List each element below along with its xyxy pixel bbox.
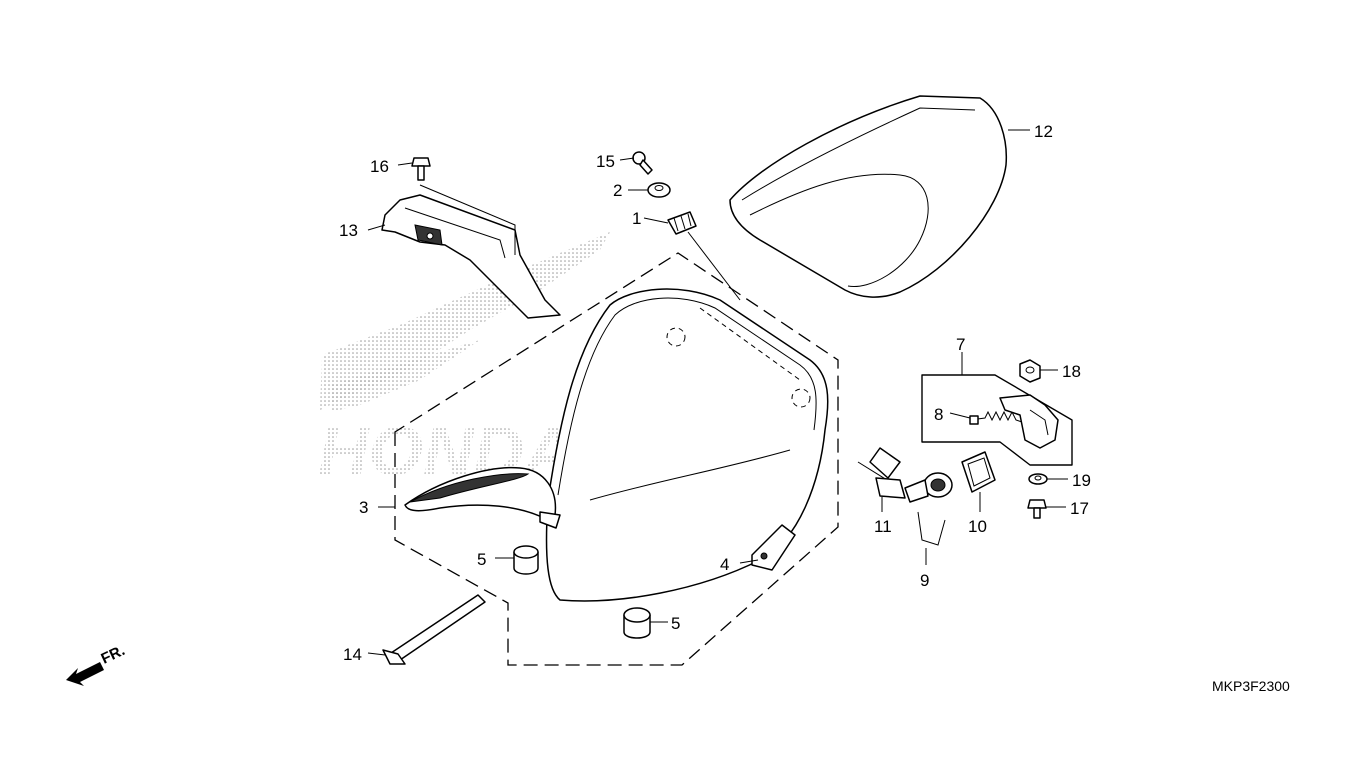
callout-8: 8: [934, 405, 943, 424]
honda-watermark: HONDA: [318, 232, 610, 490]
callout-14: 14: [343, 645, 362, 664]
rear-seat: [729, 95, 1008, 298]
rubber-5b: [623, 607, 651, 639]
callout-15: 15: [596, 152, 615, 171]
spring-8: [969, 410, 1023, 425]
grommet-1: [667, 211, 697, 235]
callout-18: 18: [1062, 362, 1081, 381]
bolt-16: [411, 157, 431, 181]
nut-18: [1019, 359, 1041, 383]
direction-label: FR.: [99, 642, 128, 668]
callout-labels: 1 2 3 4 5 5 7 8 9 10 11 12 13 14 15 16 1…: [339, 122, 1091, 664]
washer-2: [647, 182, 671, 198]
callout-12: 12: [1034, 122, 1053, 141]
screw-15: [632, 151, 653, 175]
diagram-code: MKP3F2300: [1212, 678, 1290, 694]
clip-9: [917, 511, 946, 546]
key-cylinder-11: [857, 447, 953, 503]
callout-1: 1: [632, 209, 641, 228]
seat-bracket: [381, 184, 561, 319]
callout-19: 19: [1072, 471, 1091, 490]
latch-7: [999, 394, 1059, 449]
washer-19: [1028, 473, 1048, 485]
bolt-17: [1027, 499, 1047, 519]
callout-5a: 5: [477, 550, 486, 569]
callout-17: 17: [1070, 499, 1089, 518]
callout-7: 7: [956, 335, 965, 354]
lock-group-frame: [921, 374, 1073, 466]
callout-2: 2: [613, 181, 622, 200]
rubber-5a: [513, 545, 539, 575]
callout-9: 9: [920, 571, 929, 590]
callout-3: 3: [359, 498, 368, 517]
callout-13: 13: [339, 221, 358, 240]
callout-10: 10: [968, 517, 987, 536]
leader-lines: [367, 129, 1068, 656]
callout-5b: 5: [671, 614, 680, 633]
strap-14: [382, 594, 486, 665]
callout-4: 4: [720, 555, 729, 574]
callout-16: 16: [370, 157, 389, 176]
gasket-10: [961, 451, 996, 493]
main-seat: [404, 288, 829, 602]
clip-4: [751, 524, 796, 571]
front-direction-arrow: FR.: [66, 642, 128, 686]
callout-11: 11: [874, 517, 892, 536]
